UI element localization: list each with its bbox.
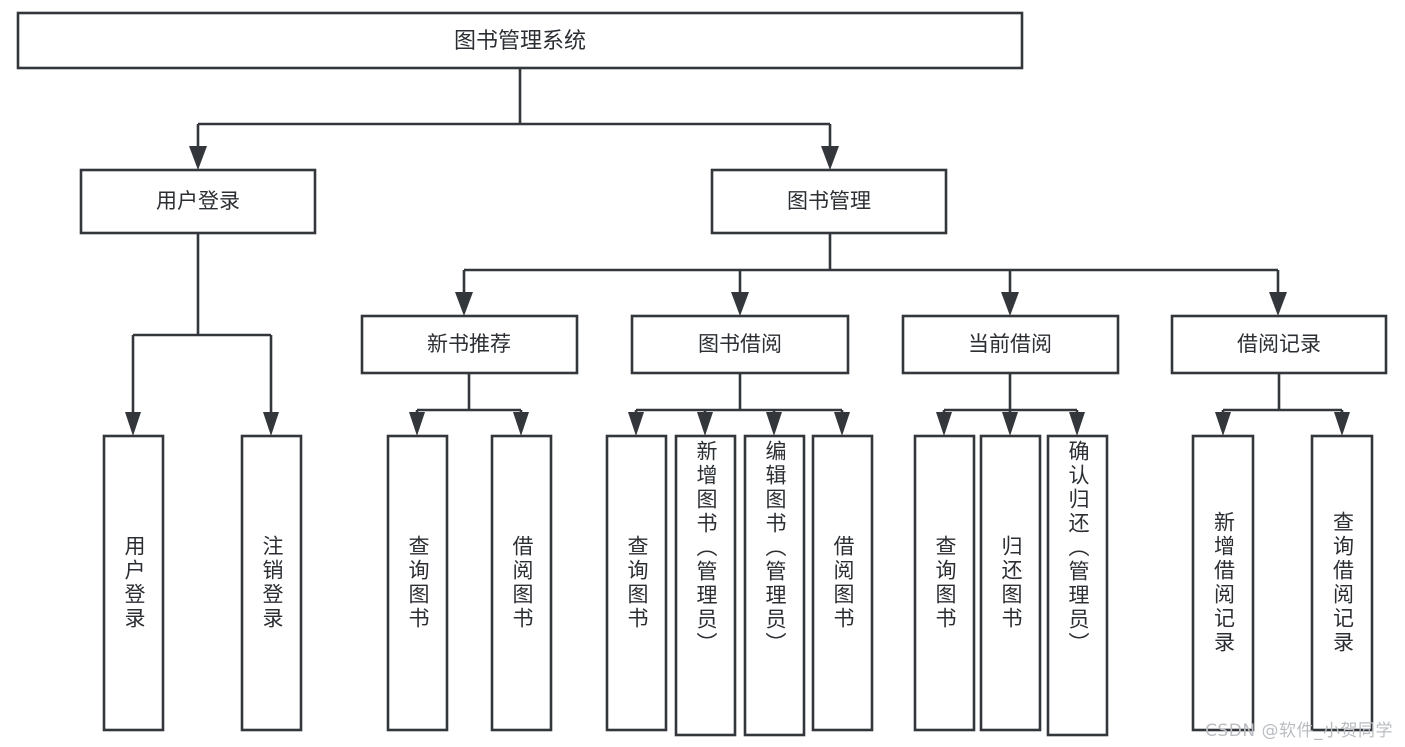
connectors-current-borrow-to-leaves xyxy=(936,373,1085,436)
node-borrow-record-box[interactable] xyxy=(1170,314,1388,375)
node-book-borrow-label: 图书借阅 xyxy=(698,332,782,356)
connectors-new-book-rec-to-leaves xyxy=(409,373,529,436)
arrowhead-query-record xyxy=(1334,412,1350,436)
arrowhead-current-borrow xyxy=(1001,292,1019,316)
connectors-book-manage-to-level3 xyxy=(455,233,1287,316)
arrowhead-borrow-record xyxy=(1269,292,1287,316)
node-root-box[interactable] xyxy=(16,11,1024,70)
connectors-user-login-to-leaves xyxy=(125,233,279,436)
arrowhead-book-manage xyxy=(821,146,839,170)
leaf-add-book-box[interactable] xyxy=(674,434,737,737)
arrowhead-query-book-3 xyxy=(936,412,952,436)
node-borrow-record-label: 借阅记录 xyxy=(1237,332,1321,356)
arrowhead-edit-book xyxy=(766,412,782,436)
arrowhead-book-borrow xyxy=(731,292,749,316)
connectors-book-borrow-to-leaves xyxy=(628,373,850,436)
arrowhead-query-book-2 xyxy=(628,412,644,436)
leaf-query-book-2-box[interactable] xyxy=(605,434,668,732)
leaf-query-book-3-box[interactable] xyxy=(913,434,976,732)
arrowhead-leaf-user-logout xyxy=(263,412,279,436)
arrowhead-new-book-rec xyxy=(455,292,473,316)
node-user-login-label: 用户登录 xyxy=(156,189,240,213)
leaf-user-login-box[interactable] xyxy=(102,434,165,732)
arrowhead-borrow-book-1 xyxy=(513,412,529,436)
arrowhead-confirm-return xyxy=(1069,412,1085,436)
arrowhead-add-book xyxy=(697,412,713,436)
arrowhead-return-book xyxy=(1002,412,1018,436)
leaf-borrow-book-2-box[interactable] xyxy=(811,434,874,732)
node-root[interactable]: 图书管理系统 xyxy=(16,11,1024,70)
leaf-borrow-book-1-box[interactable] xyxy=(490,434,553,732)
leaf-boxes-current-borrow xyxy=(913,434,1109,737)
node-book-manage-label: 图书管理 xyxy=(787,189,871,213)
csdn-watermark: CSDN @软件_小贺同学 xyxy=(1205,721,1393,741)
node-book-manage[interactable]: 图书管理 xyxy=(710,168,948,235)
arrowhead-borrow-book-2 xyxy=(834,412,850,436)
leaf-boxes-new-book-rec xyxy=(386,434,553,732)
leaf-boxes-borrow-record xyxy=(1191,434,1374,732)
node-book-borrow-box[interactable] xyxy=(630,314,850,375)
node-new-book-rec-box[interactable] xyxy=(360,314,579,375)
node-book-borrow[interactable]: 图书借阅 xyxy=(630,314,850,375)
connectors-root-to-level2 xyxy=(189,68,839,170)
leaf-boxes-book-borrow xyxy=(605,434,874,737)
leaf-query-record-box[interactable] xyxy=(1310,434,1374,732)
leaf-edit-book-box[interactable] xyxy=(743,434,806,737)
arrowhead-leaf-user-login xyxy=(125,412,141,436)
node-user-login-box[interactable] xyxy=(79,168,317,235)
leaf-query-book-1-box[interactable] xyxy=(386,434,449,732)
leaf-boxes-user-login xyxy=(102,434,303,732)
node-borrow-record[interactable]: 借阅记录 xyxy=(1170,314,1388,375)
arrowhead-add-record xyxy=(1215,412,1231,436)
node-current-borrow[interactable]: 当前借阅 xyxy=(901,314,1120,375)
node-current-borrow-label: 当前借阅 xyxy=(968,332,1052,356)
node-book-manage-box[interactable] xyxy=(710,168,948,235)
leaf-return-book-box[interactable] xyxy=(979,434,1042,732)
node-new-book-rec[interactable]: 新书推荐 xyxy=(360,314,579,375)
arrowhead-query-book-1 xyxy=(409,412,425,436)
leaf-add-record-box[interactable] xyxy=(1191,434,1255,732)
connectors-borrow-record-to-leaves xyxy=(1215,373,1350,436)
node-current-borrow-box[interactable] xyxy=(901,314,1120,375)
node-user-login[interactable]: 用户登录 xyxy=(79,168,317,235)
leaf-confirm-return-box[interactable] xyxy=(1046,434,1109,737)
leaf-user-logout-box[interactable] xyxy=(240,434,303,732)
node-root-label: 图书管理系统 xyxy=(454,29,586,54)
arrowhead-user-login xyxy=(189,146,207,170)
node-new-book-rec-label: 新书推荐 xyxy=(427,332,511,356)
